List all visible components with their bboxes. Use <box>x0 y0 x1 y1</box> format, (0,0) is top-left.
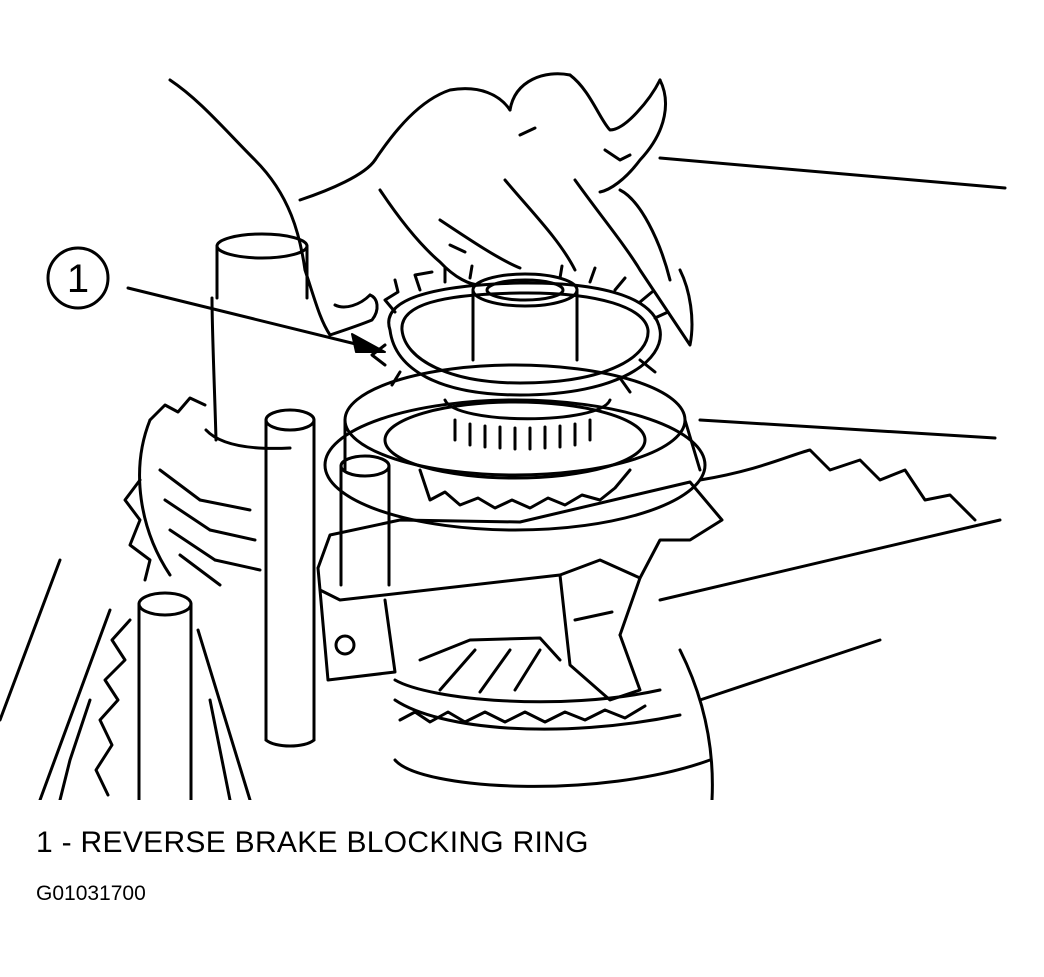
callout-1: 1 <box>46 246 110 310</box>
countershaft <box>123 232 309 800</box>
callout-circle <box>46 246 110 310</box>
case-outline <box>0 156 1007 800</box>
callout-number: 1 <box>67 257 89 301</box>
lower-left-gear <box>58 618 132 800</box>
shift-fork <box>316 480 724 702</box>
transmission-illustration: 1 <box>0 72 1007 800</box>
figure-id: G01031700 <box>36 882 146 905</box>
blocking-ring <box>370 264 670 397</box>
synchronizer-assembly <box>323 363 714 800</box>
main-shaft <box>443 272 612 451</box>
shift-rails <box>137 408 391 800</box>
figure-caption: 1 - REVERSE BRAKE BLOCKING RING <box>36 826 589 859</box>
leader-arrow <box>126 286 386 353</box>
technician-hand <box>168 72 694 347</box>
